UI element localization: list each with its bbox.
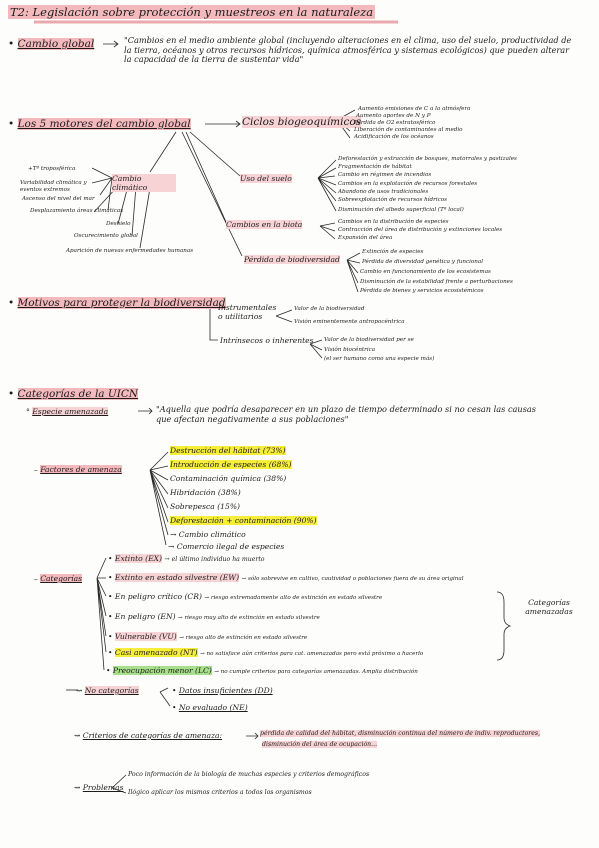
cambio-global-quote: "Cambios en el medio ambiente global (in… [124, 35, 572, 65]
uso-suelo-item: Sobreexplotación de recursos hídricos [338, 197, 447, 203]
motores-label: Los 5 motores del cambio global [17, 118, 191, 130]
instrumentales-item: Visión eminentemente antropocéntrica [294, 319, 405, 325]
motivos-label: Motivos para proteger la biodiversidad [17, 297, 226, 309]
factores-label: Factores de amenaza [40, 465, 122, 474]
intrinsecos-label: Intrínsecos o inherentes [220, 336, 314, 345]
ciclos-item: Pérdida de O2 estratosférico [354, 120, 436, 126]
intrinsecos-item: Visión biocéntrica [324, 347, 376, 353]
uso-suelo-item: Deforestación y extracción de bosques, m… [338, 156, 517, 162]
factor-item: → Cambio climático [170, 530, 246, 539]
problema-item: Poco información de la biología de mucha… [128, 771, 370, 778]
biota-item: Expansión del área [338, 235, 393, 241]
factor-item: Hibridación (38%) [170, 488, 241, 497]
ciclos-item: Liberación de contaminantes al medio [354, 127, 463, 133]
cambio-global-heading: • Cambio global [8, 38, 95, 50]
biodiversidad-item: Cambio en funcionamiento de los ecosiste… [360, 269, 491, 275]
instrumentales-label: Instrumentales o utilitarios [218, 303, 277, 321]
criterios-label: Criterios de categorías de amenaza: [82, 731, 223, 740]
biodiversidad-item: Disminución de la estabilidad frente a p… [360, 279, 513, 285]
amenazada-label: Especie amenazada [32, 407, 109, 416]
clima-item: Oscurecimiento global [74, 233, 138, 239]
no-categorias-label: No categorías [84, 686, 139, 695]
categoria-row: • En peligro crítico (CR) → riesgo extre… [108, 592, 383, 601]
biodiversidad-label: Pérdida de biodiversidad [244, 255, 340, 264]
cambio-global-label: Cambio global [17, 38, 95, 50]
uso-suelo-item: Cambio en régimen de incendios [338, 172, 432, 178]
intrinsecos-item: Valor de la biodiversidad per se [324, 337, 414, 343]
factor-item: Sobrepesca (15%) [170, 502, 241, 511]
categorias-heading: – Categorías [34, 574, 83, 583]
criterios-text: disminución del área de ocupación... [262, 741, 378, 748]
factor-item: Deforestación + contaminación (90%) [170, 516, 317, 525]
ciclos-item: Acidificación de los océanos [354, 134, 434, 140]
categoria-row: • Casi amenazado (NT) → no satisface aún… [108, 648, 424, 657]
factor-item: Introducción de especies (68%) [170, 460, 292, 469]
categorias-label: Categorías [40, 574, 83, 583]
categoria-row: • En peligro (EN) → riesgo muy alto de e… [108, 612, 320, 621]
problemas-label: Problemas [82, 783, 124, 792]
no-categoria-item: • Datos insuficientes (DD) [172, 686, 273, 695]
amenazada-quote: "Aquella que podría desaparecer en un pl… [156, 404, 536, 424]
ciclos-label: Ciclos biogeoquímicos [242, 116, 362, 128]
uicn-heading: • Categorías de la UICN [8, 388, 139, 400]
instrumentales-item: Valor de la biodiversidad [294, 306, 365, 312]
motores-heading: • Los 5 motores del cambio global [8, 118, 191, 130]
page-title: T2: Legislación sobre protección y muest… [8, 5, 376, 19]
uso-suelo-label: Uso del suelo [240, 174, 292, 183]
clima-item: Variabilidad climática y eventos extremo… [20, 180, 87, 193]
factor-item: Destrucción del hábitat (73%) [170, 446, 286, 455]
biota-item: Cambios en la distribución de especies [338, 219, 449, 225]
factor-item: Contaminación química (38%) [170, 474, 287, 483]
criterios-text: pérdida de calidad del hábitat, disminuc… [260, 730, 541, 737]
motivos-heading: • Motivos para proteger la biodiversidad [8, 297, 226, 309]
clima-item: Aparición de nuevas enfermedades humanas [66, 248, 194, 254]
problemas-heading: ⇝ Problemas [74, 783, 124, 792]
problema-item: Ilógico aplicar los mismos criterios a t… [128, 789, 312, 796]
criterios-heading: ⇝ Criterios de categorías de amenaza: [74, 731, 223, 740]
categoria-row: • Extinto en estado silvestre (EW) → sól… [108, 573, 464, 582]
uso-suelo-item: Abandono de usos tradicionales [338, 189, 429, 195]
categoria-row: • Preocupación menor (LC) → no cumple cr… [106, 666, 418, 675]
biodiversidad-item: Pérdida de bienes y servicios ecosistémi… [360, 288, 484, 294]
biodiversidad-item: Pérdida de diversidad genética y funcion… [362, 259, 483, 265]
biodiversidad-item: Extinción de especies [362, 249, 424, 255]
uicn-label: Categorías de la UICN [17, 388, 139, 400]
clima-item: Deshielo [106, 221, 131, 227]
factor-item: → Comercio ilegal de especies [168, 542, 285, 551]
factores-heading: – Factores de amenaza [34, 465, 122, 474]
categoria-row: • Vulnerable (VU) → riesgo alto de extin… [108, 632, 308, 641]
ciclos-item: Aumento emisiones de C a la atmósfera [358, 106, 471, 112]
clima-item: Desplazamiento áreas climáticas [30, 208, 124, 214]
intrinsecos-item: (el ser humano como una especie más) [324, 356, 435, 362]
uso-suelo-item: Disminución del albedo superficial (Tª l… [338, 207, 464, 213]
ciclos-item: Aumento aportes de N y P [356, 113, 431, 119]
uso-suelo-item: Cambios en la explotación de recursos fo… [338, 181, 478, 187]
categorias-amenazadas-label: Categorías amenazadas [525, 598, 573, 616]
uso-suelo-item: Fragmentación de hábitat [338, 164, 412, 170]
clima-item: +Tª troposférica [28, 166, 76, 172]
clima-item: Ascenso del nivel del mar [22, 196, 95, 202]
biota-label: Cambios en la biota [226, 220, 303, 229]
no-categorias-heading: ⇝ No categorías [76, 686, 139, 695]
amenazada-heading: ° Especie amenazada [26, 407, 109, 416]
biota-item: Contracción del área de distribución y e… [338, 227, 503, 233]
categoria-row: • Extinto (EX) → el último individuo ha … [108, 554, 265, 563]
no-categoria-item: • No evaluado (NE) [172, 703, 248, 712]
clima-label: Cambio climático [112, 174, 176, 192]
